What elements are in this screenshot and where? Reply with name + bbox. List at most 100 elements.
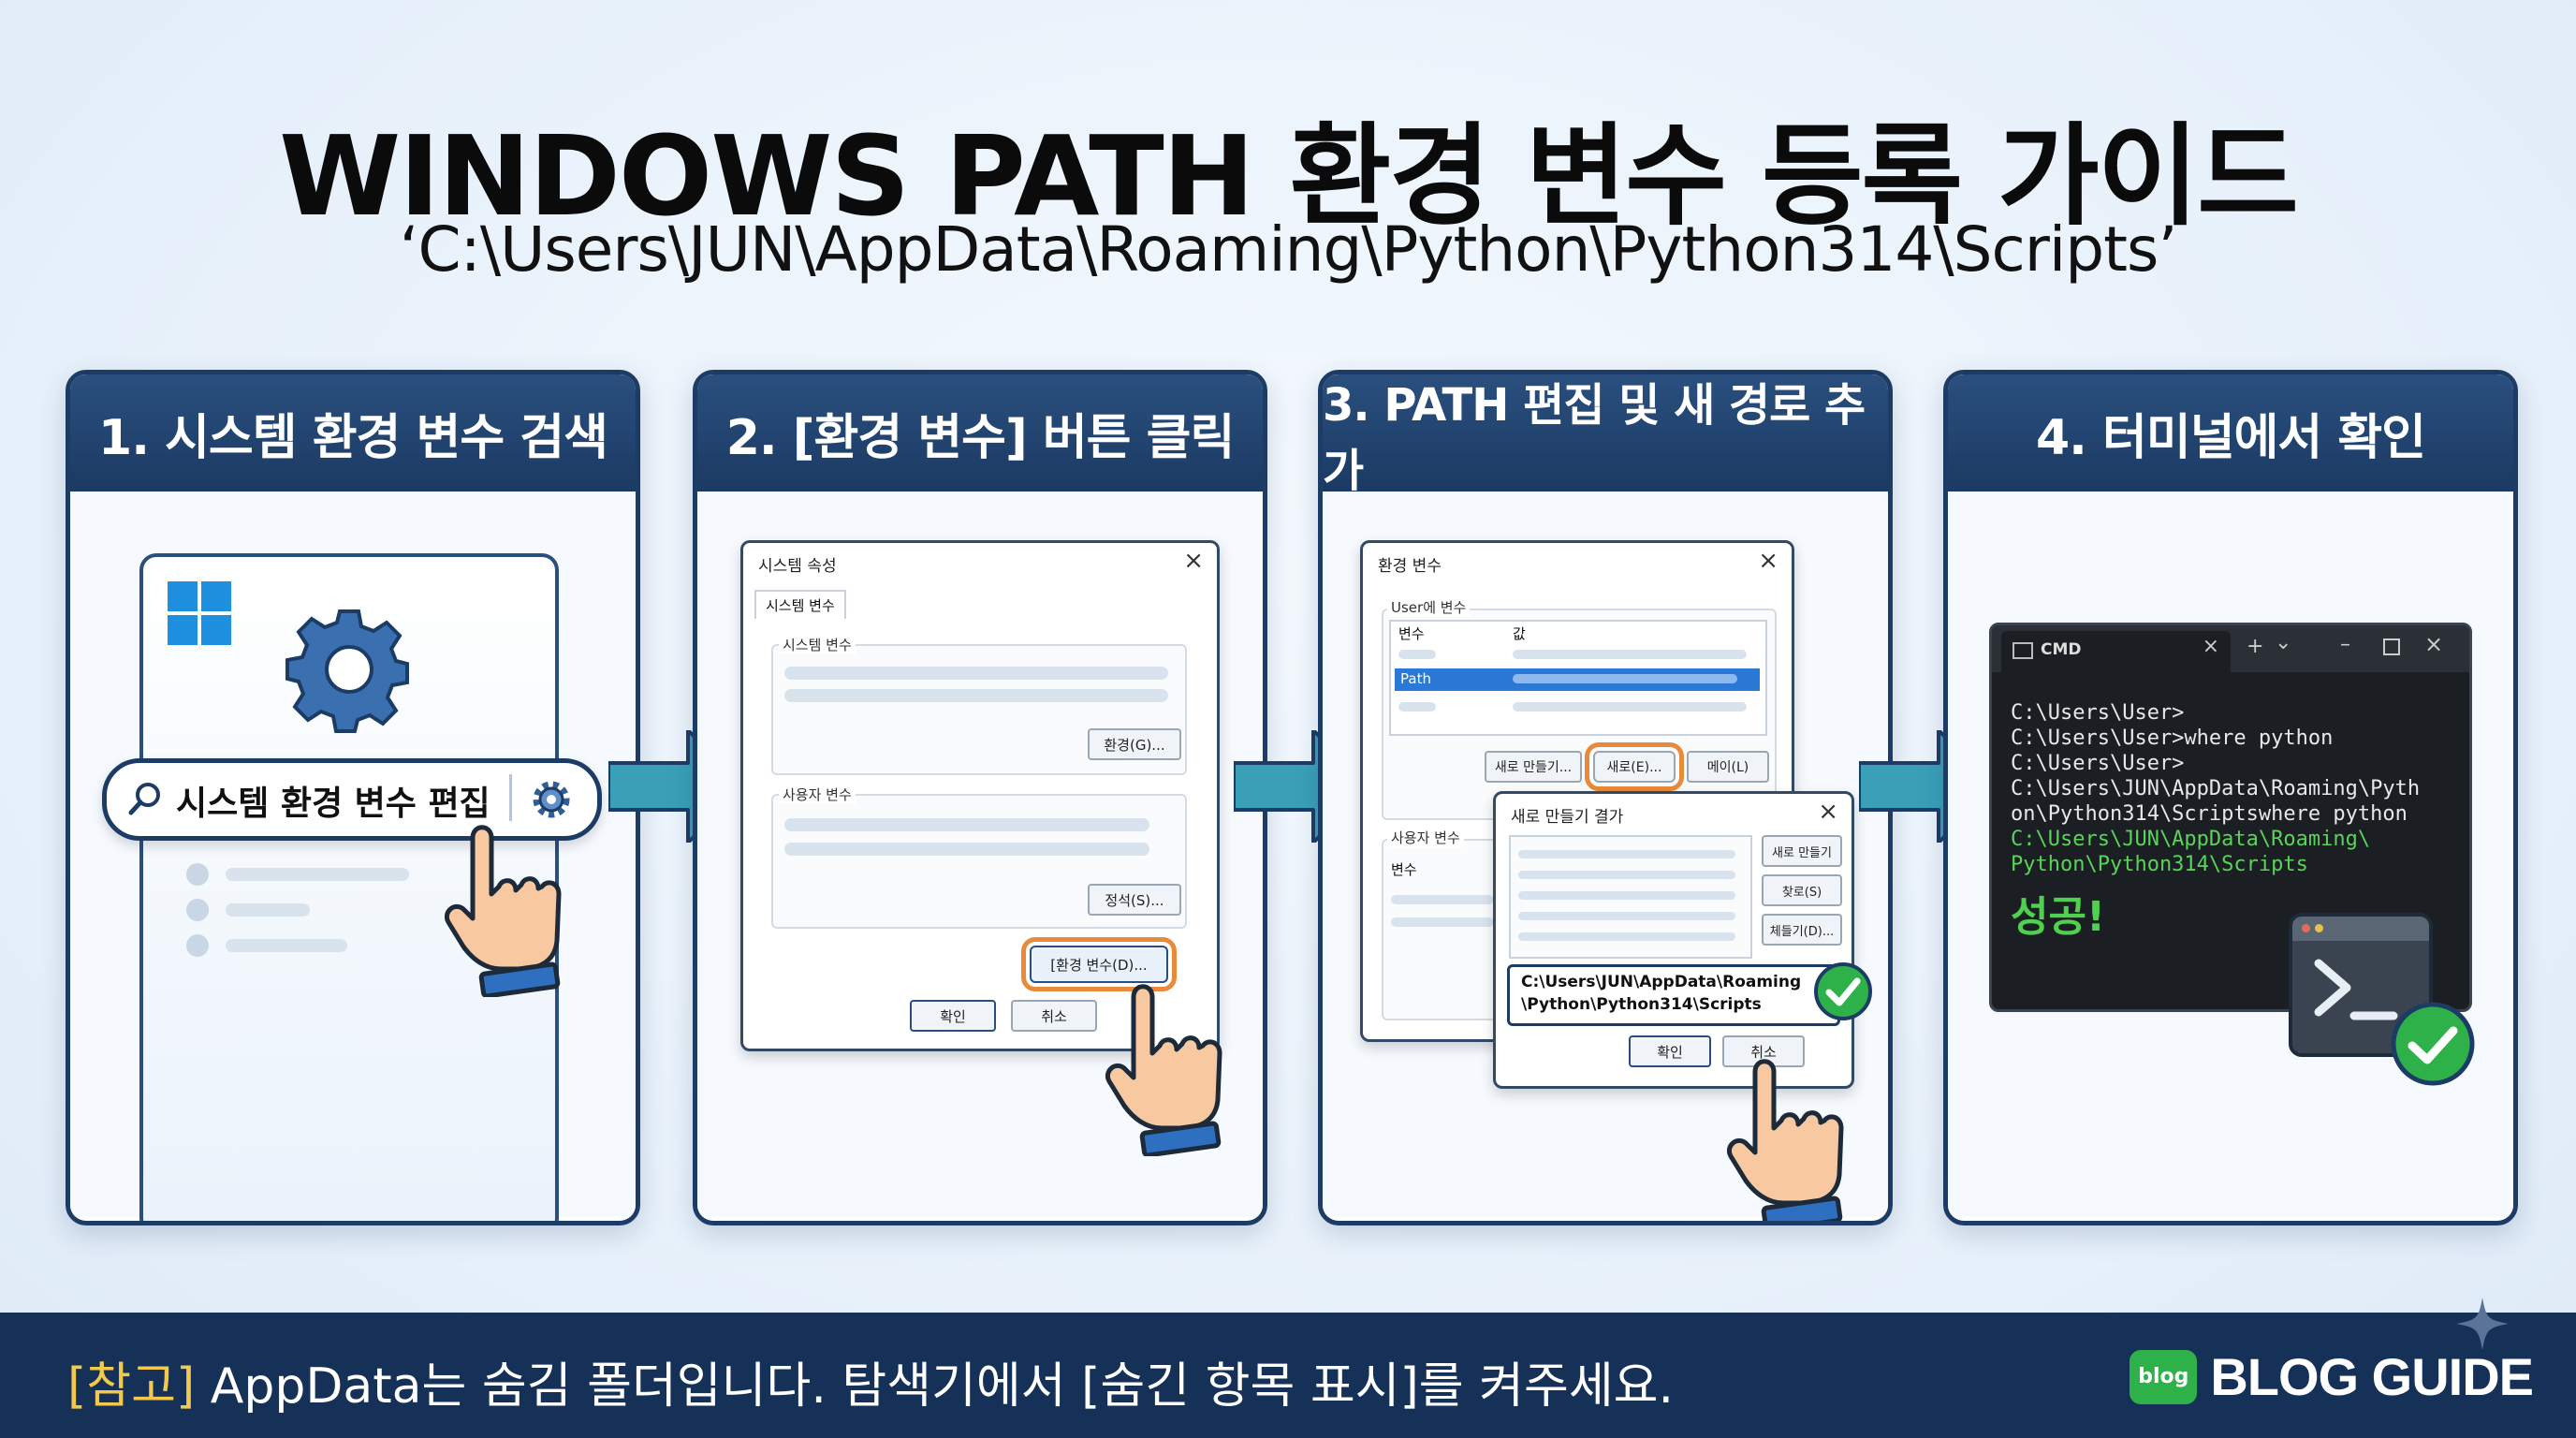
dialog-delete-button[interactable]: 체들기(D)... — [1762, 914, 1842, 946]
ok-button[interactable]: 확인 — [910, 1000, 996, 1032]
terminal-tab[interactable]: CMD × — [2001, 631, 2231, 672]
step-4-panel: 4. 터미널에서 확인 CMD × + ⌄ – × C:\Users\User>… — [1943, 370, 2518, 1225]
maximize-icon[interactable] — [2383, 638, 2400, 655]
divider — [509, 774, 512, 821]
step-3-title: 3. PATH 편집 및 새 경로 추가 — [1323, 374, 1888, 497]
terminal-tabbar: CMD × + ⌄ – × — [1992, 625, 2469, 672]
step-3-panel: 3. PATH 편집 및 새 경로 추가 환경 변수 × User에 변수 변수… — [1318, 370, 1893, 1225]
terminal-line: C:\Users\User> — [2011, 752, 2185, 775]
group-label: 사용자 변수 — [1387, 828, 1464, 847]
list-item — [1518, 850, 1735, 858]
cancel-button[interactable]: 취소 — [1011, 1000, 1097, 1032]
table-row — [1513, 702, 1747, 712]
group-system-variables: 시스템 변수 환경(G)... — [771, 635, 1187, 775]
terminal-line: C:\Users\JUN\AppData\Roaming\Pyth — [2011, 777, 2421, 800]
list-dot — [186, 863, 209, 886]
note-tag: [참고] — [67, 1358, 196, 1415]
list-dot — [186, 899, 209, 921]
blog-guide-logo: blog BLOG GUIDE — [2130, 1346, 2534, 1407]
footer: [참고] AppData는 숨김 폴더입니다. 탐색기에서 [숨긴 항목 표시]… — [0, 1298, 2576, 1438]
gear-icon — [285, 609, 409, 733]
table-row — [1398, 702, 1436, 712]
table-row — [1513, 650, 1747, 659]
tab-title: CMD — [2041, 640, 2082, 659]
list-item — [1518, 871, 1735, 879]
column-header-variable: 변수 — [1391, 861, 1417, 878]
step-4-body: CMD × + ⌄ – × C:\Users\User> C:\Users\Us… — [1948, 492, 2513, 1217]
list-item — [1518, 932, 1735, 941]
cmd-icon — [2012, 642, 2033, 659]
table-row-selected[interactable]: Path — [1395, 668, 1760, 691]
row-value — [1513, 674, 1737, 683]
environment-variables-button[interactable]: [환경 변수(D)... — [1021, 937, 1177, 991]
system-properties-window: 시스템 속성 × 시스템 변수 시스템 변수 환경(G)... 사용자 변수 정… — [740, 540, 1220, 1051]
list-dot — [186, 934, 209, 957]
group-label: User에 변수 — [1387, 597, 1471, 617]
window-title: 시스템 속성 — [758, 557, 837, 576]
windows-logo-icon — [168, 581, 231, 645]
new-tab-icon[interactable]: + — [2247, 635, 2264, 658]
browse-button[interactable]: 찾로(S) — [1762, 874, 1842, 906]
edit-button[interactable]: 새로(E)... — [1585, 742, 1684, 791]
close-icon[interactable]: × — [1818, 798, 1838, 826]
new-path-line1: C:\Users\JUN\AppData\Roaming — [1521, 973, 1802, 991]
list-item — [1518, 891, 1735, 900]
terminal-line-result: C:\Users\JUN\AppData\Roaming\ — [2011, 828, 2371, 851]
search-bar[interactable]: 시스템 환경 변수 편집 — [102, 758, 602, 841]
step-1-title: 1. 시스템 환경 변수 검색 — [70, 374, 636, 492]
step-2-body: 시스템 속성 × 시스템 변수 시스템 변수 환경(G)... 사용자 변수 정… — [697, 492, 1263, 1217]
hand-pointer-icon — [1727, 1059, 1844, 1221]
step-1-panel: 1. 시스템 환경 변수 검색 시스 — [66, 370, 640, 1225]
close-icon[interactable]: × — [1183, 547, 1204, 575]
step-1-body: 시스템 환경 변수 편집 — [70, 492, 636, 1221]
dialog-title: 새로 만들기 결가 — [1511, 808, 1624, 827]
note-text: AppData는 숨김 폴더입니다. 탐색기에서 [숨긴 항목 표시]를 켜주세… — [195, 1358, 1675, 1415]
close-icon[interactable]: × — [1758, 547, 1778, 575]
hand-pointer-icon — [445, 825, 562, 997]
list-item — [226, 939, 347, 952]
terminal-line: C:\Users\User>where python — [2011, 726, 2334, 750]
prompt-icon — [2314, 959, 2398, 1020]
new-path-input[interactable]: C:\Users\JUN\AppData\Roaming \Python\Pyt… — [1507, 964, 1840, 1026]
tab-system-variables[interactable]: 시스템 변수 — [754, 590, 846, 619]
list-item — [784, 689, 1168, 702]
terminal-line-result: Python\Python314\Scripts — [2011, 853, 2308, 876]
close-icon[interactable]: × — [2424, 631, 2444, 657]
sparkle-icon — [2456, 1298, 2509, 1350]
check-icon — [1814, 962, 1872, 1020]
dropdown-icon[interactable]: ⌄ — [2275, 631, 2292, 654]
delete-button[interactable]: 메이(L) — [1687, 751, 1769, 783]
minimize-icon[interactable]: – — [2340, 633, 2350, 656]
page-title: WINDOWS PATH 환경 변수 등록 가이드 — [279, 111, 2299, 241]
window-title: 환경 변수 — [1378, 557, 1442, 576]
list-item — [784, 667, 1168, 680]
success-text: 성공! — [2011, 893, 2106, 941]
group-user-variables: 사용자 변수 정석(S)... — [771, 785, 1187, 929]
settings-button[interactable]: 정석(S)... — [1088, 884, 1181, 916]
logo-badge: blog — [2130, 1349, 2198, 1404]
path-list — [1509, 835, 1752, 959]
variables-table: 변수 값 Path — [1389, 620, 1767, 736]
icon-titlebar — [2292, 917, 2429, 941]
table-row — [1391, 917, 1494, 927]
search-icon — [128, 783, 160, 815]
terminal-output: C:\Users\User> C:\Users\User>where pytho… — [2011, 700, 2420, 943]
table-row — [1391, 895, 1494, 904]
terminal-line: on\Python314\Scriptswhere python — [2011, 802, 2408, 826]
terminal-line: C:\Users\User> — [2011, 701, 2185, 725]
dialog-ok-button[interactable]: 확인 — [1629, 1035, 1711, 1067]
list-item — [784, 818, 1149, 831]
new-button[interactable]: 새로 만들기... — [1485, 751, 1582, 783]
environment-button[interactable]: 환경(G)... — [1088, 728, 1181, 760]
new-path-line2: \Python\Python314\Scripts — [1521, 995, 1762, 1014]
check-icon — [2391, 1002, 2475, 1086]
column-header-value: 값 — [1513, 625, 1526, 642]
logo-text: BLOG GUIDE — [2210, 1347, 2534, 1406]
tab-close-icon[interactable]: × — [2202, 635, 2219, 658]
list-item — [1518, 912, 1735, 920]
dialog-new-button[interactable]: 새로 만들기 — [1762, 835, 1842, 867]
step-4-title: 4. 터미널에서 확인 — [1948, 374, 2513, 492]
settings-small-icon[interactable] — [530, 778, 573, 821]
list-item — [226, 868, 409, 881]
list-item — [226, 903, 310, 917]
